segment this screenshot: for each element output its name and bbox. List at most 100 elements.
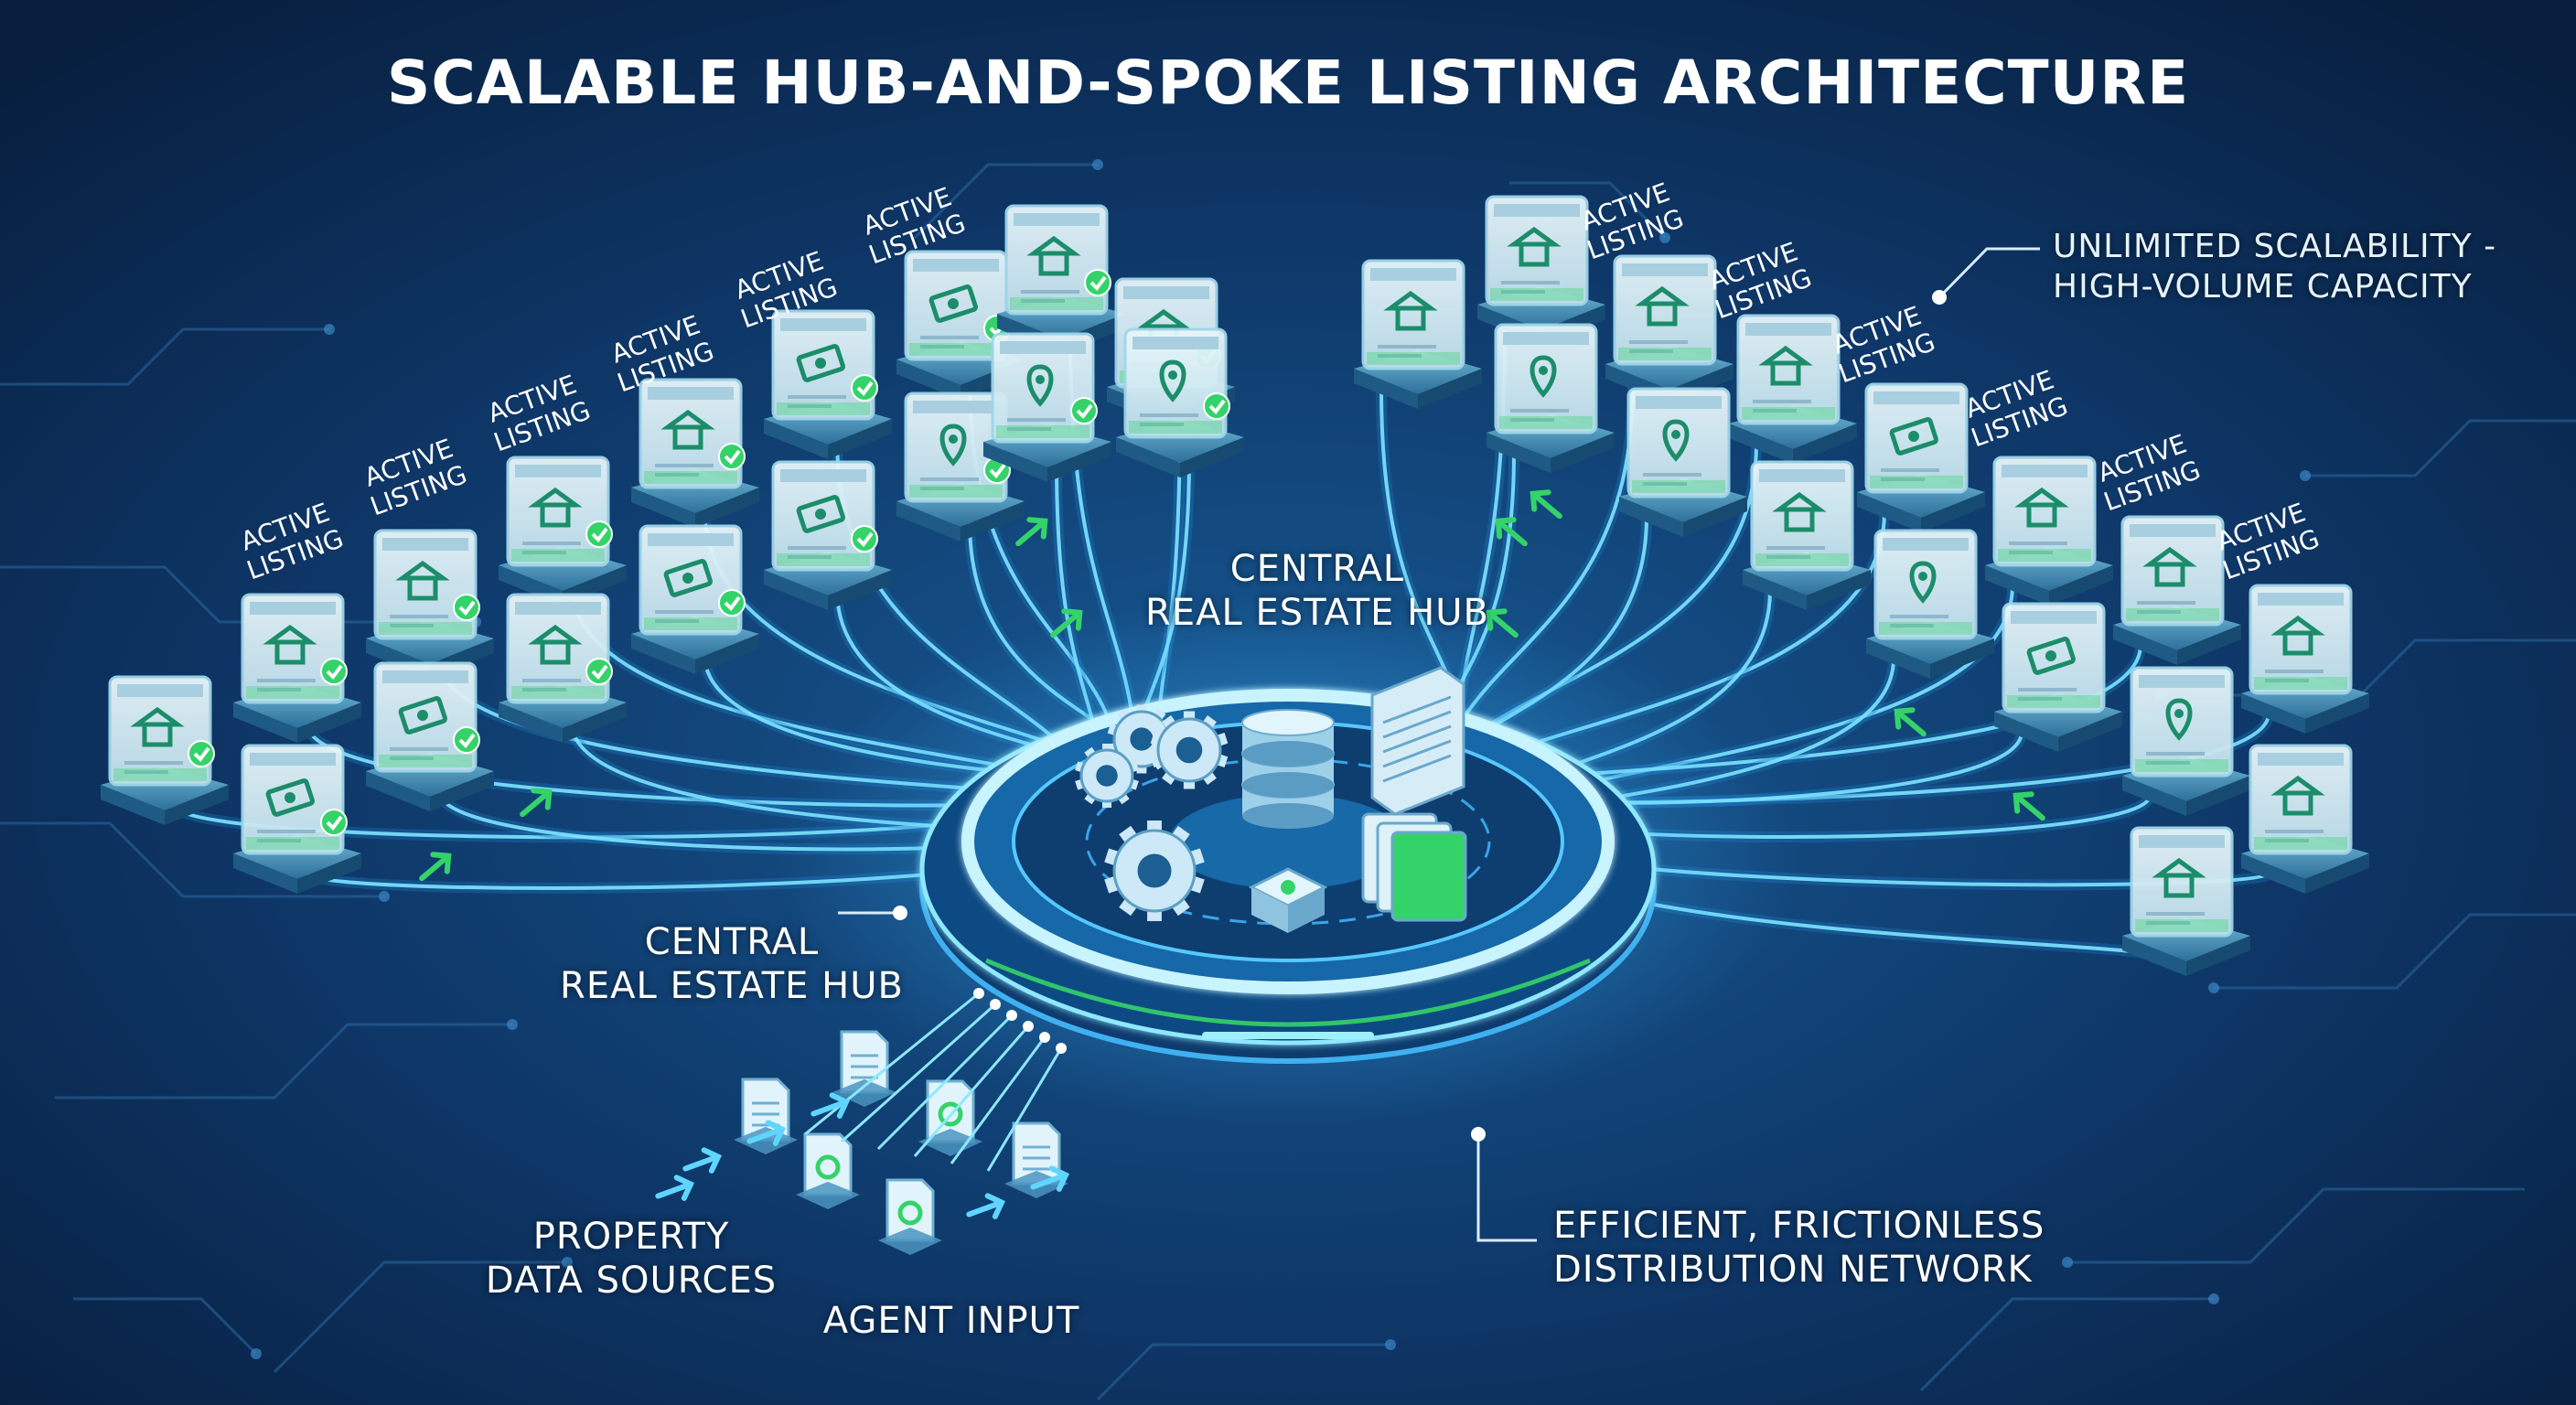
house-icon [1026,235,1081,276]
card-green-strip [1870,476,1963,488]
check-icon [585,658,613,685]
card-header [117,684,203,697]
card-green-strip [2007,695,2100,708]
listing-card [2113,515,2241,665]
card-green-strip [2254,837,2347,850]
listing-card [631,524,759,674]
money-coin [417,710,428,721]
pin-dot [1036,375,1045,384]
database-layer-bottom [1242,772,1334,798]
listing-card [2122,666,2250,816]
pin-shape [1662,419,1690,462]
house-icon [528,487,583,528]
document-icon [734,1078,798,1154]
circuit-trace [1919,1297,2214,1392]
check-circle [851,525,878,552]
chip-icon [1248,867,1328,933]
check-mark [193,746,210,763]
house-icon [1758,345,1813,386]
map-pin-icon [1530,355,1557,398]
card-base-side [1807,570,1871,610]
house-icon [1507,226,1562,267]
listing-card [1605,254,1733,404]
money-icon [1889,417,1938,456]
check-circle [1203,392,1230,420]
pin-shape [2165,698,2193,741]
arrow-icon [1030,1165,1070,1192]
server-slot [1382,710,1452,739]
money-bill [796,495,845,533]
card-base-side [430,771,494,811]
database-layer-bottom [1242,803,1334,829]
card-base-side [961,501,1025,542]
arrow-shape [520,788,553,818]
card-face [1494,323,1598,434]
arrow-shape [682,1147,723,1174]
document-gear [815,1154,841,1180]
hub-left-label: CENTRAL REAL ESTATE HUB [512,920,951,1008]
card-base-side [563,702,627,743]
callout-lines [838,247,2040,1242]
check-icon [1070,397,1098,424]
check-icon [718,443,746,470]
card-face [1485,195,1589,306]
card-face [1750,460,1854,572]
card-header [1759,469,1845,482]
money-icon [796,344,845,382]
card-face [1613,254,1717,366]
hub-left-dot [893,906,907,920]
chip-light [1281,880,1295,895]
check-circle [188,740,215,767]
house-body [274,639,306,665]
card-base-side [1793,424,1857,464]
pin-dot [1168,370,1177,380]
check-icon [585,520,613,548]
flow-arrows [419,489,2045,1219]
card-base-side [695,634,759,674]
house-body [2163,873,2195,898]
card-header [1636,396,1722,409]
card-green-strip [246,837,339,850]
check-icon [851,374,878,402]
folder-sheet [1390,831,1467,922]
card-base-side [2305,693,2369,734]
money-coin [1908,431,1919,442]
server-slot [1382,754,1452,783]
server-icon [1370,666,1465,816]
server-slot [1382,695,1452,724]
listing-card [1354,259,1482,409]
card-base-side [233,702,297,743]
house-body [540,502,571,528]
check-mark [458,733,476,749]
scalability-label: UNLIMITED SCALABILITY - HIGH-VOLUME CAPA… [2053,227,2528,307]
card-base-side [165,785,229,825]
listing-card [1619,387,1747,537]
arrow-icon [810,1092,851,1119]
card-face [241,593,345,704]
server-slot [1382,724,1452,754]
listing-card [997,204,1125,354]
check-circle [851,374,878,402]
card-base-side [896,501,961,542]
document-base [832,1079,896,1107]
check-icon [1203,392,1230,420]
card-green-strip [1129,421,1222,434]
map-pin-icon [939,424,967,467]
card-green-strip [2254,677,2347,690]
input-feed-node [1006,1010,1017,1021]
house-icon [1772,491,1827,532]
money-icon [663,559,713,597]
card-base-side [2241,853,2305,894]
database-layer-top [1241,709,1335,736]
card-base-side [828,570,892,610]
check-circle [585,520,613,548]
card-base-side [896,359,961,400]
agent-input-label-text: AGENT INPUT [822,1300,1080,1342]
house-icon [263,624,317,665]
card-face [2249,744,2353,855]
house-icon [2152,857,2206,898]
arrow-icon [655,1174,695,1201]
listing-card [101,675,229,825]
gear-icon [1150,711,1229,789]
